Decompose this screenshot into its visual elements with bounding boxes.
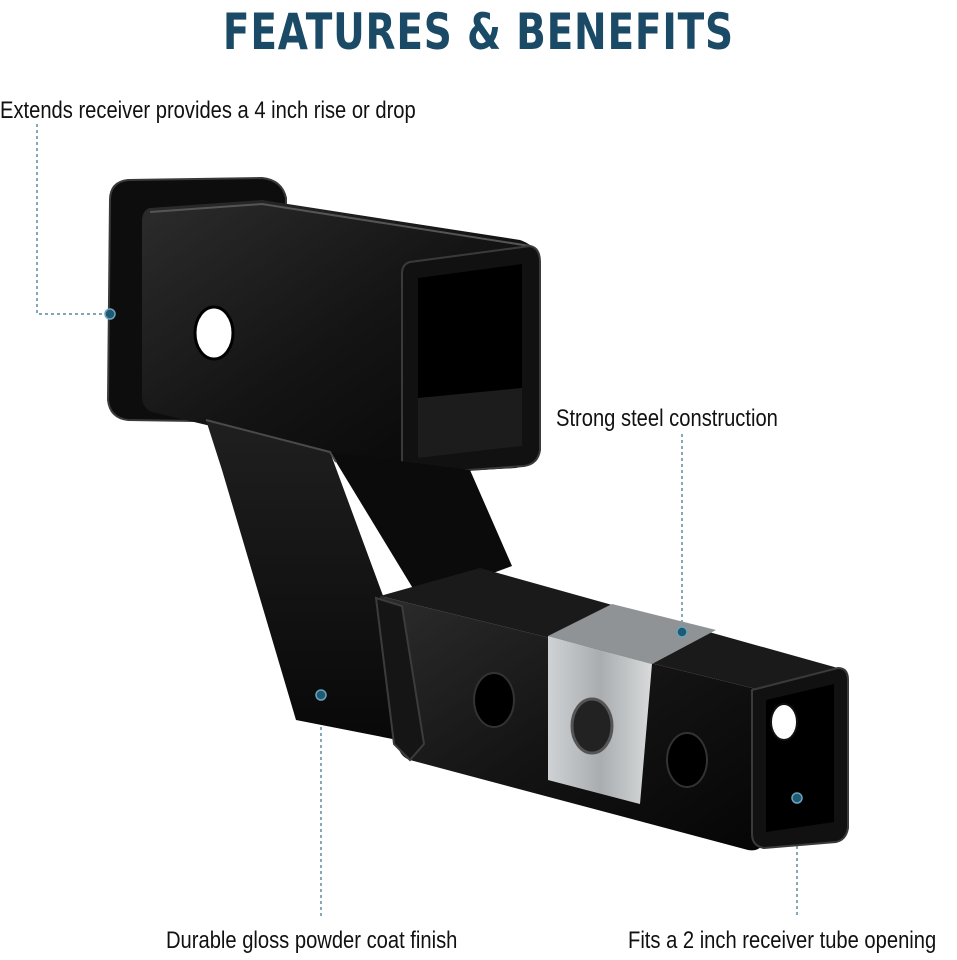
callout-powder-coat-label: Durable gloss powder coat finish [166,927,458,954]
riser-side [330,452,512,600]
lower-pin-hole-3 [666,732,708,788]
lower-tube-collar [374,596,426,762]
callout-rise-drop-label: Extends receiver provides a 4 inch rise … [0,97,416,124]
callout-dot-receiver-fit [791,792,803,804]
callout-line-rise-drop [36,124,108,315]
page-title: FEATURES & BENEFITS [222,3,734,61]
callout-dot-powder-coat [315,689,327,701]
callout-dot-steel [676,626,688,638]
steel-band-top [548,604,716,664]
callout-receiver-fit-label: Fits a 2 inch receiver tube opening [628,927,937,954]
lower-pin-hole-1 [473,672,515,728]
lower-pin-hole-2 [570,697,614,755]
callout-dots [104,308,803,804]
riser-front [206,420,422,744]
callout-dot-rise-drop [104,308,116,320]
upper-pin-hole [193,305,235,361]
rear-pin-hole [770,703,798,741]
callout-steel-label: Strong steel construction [556,405,778,432]
